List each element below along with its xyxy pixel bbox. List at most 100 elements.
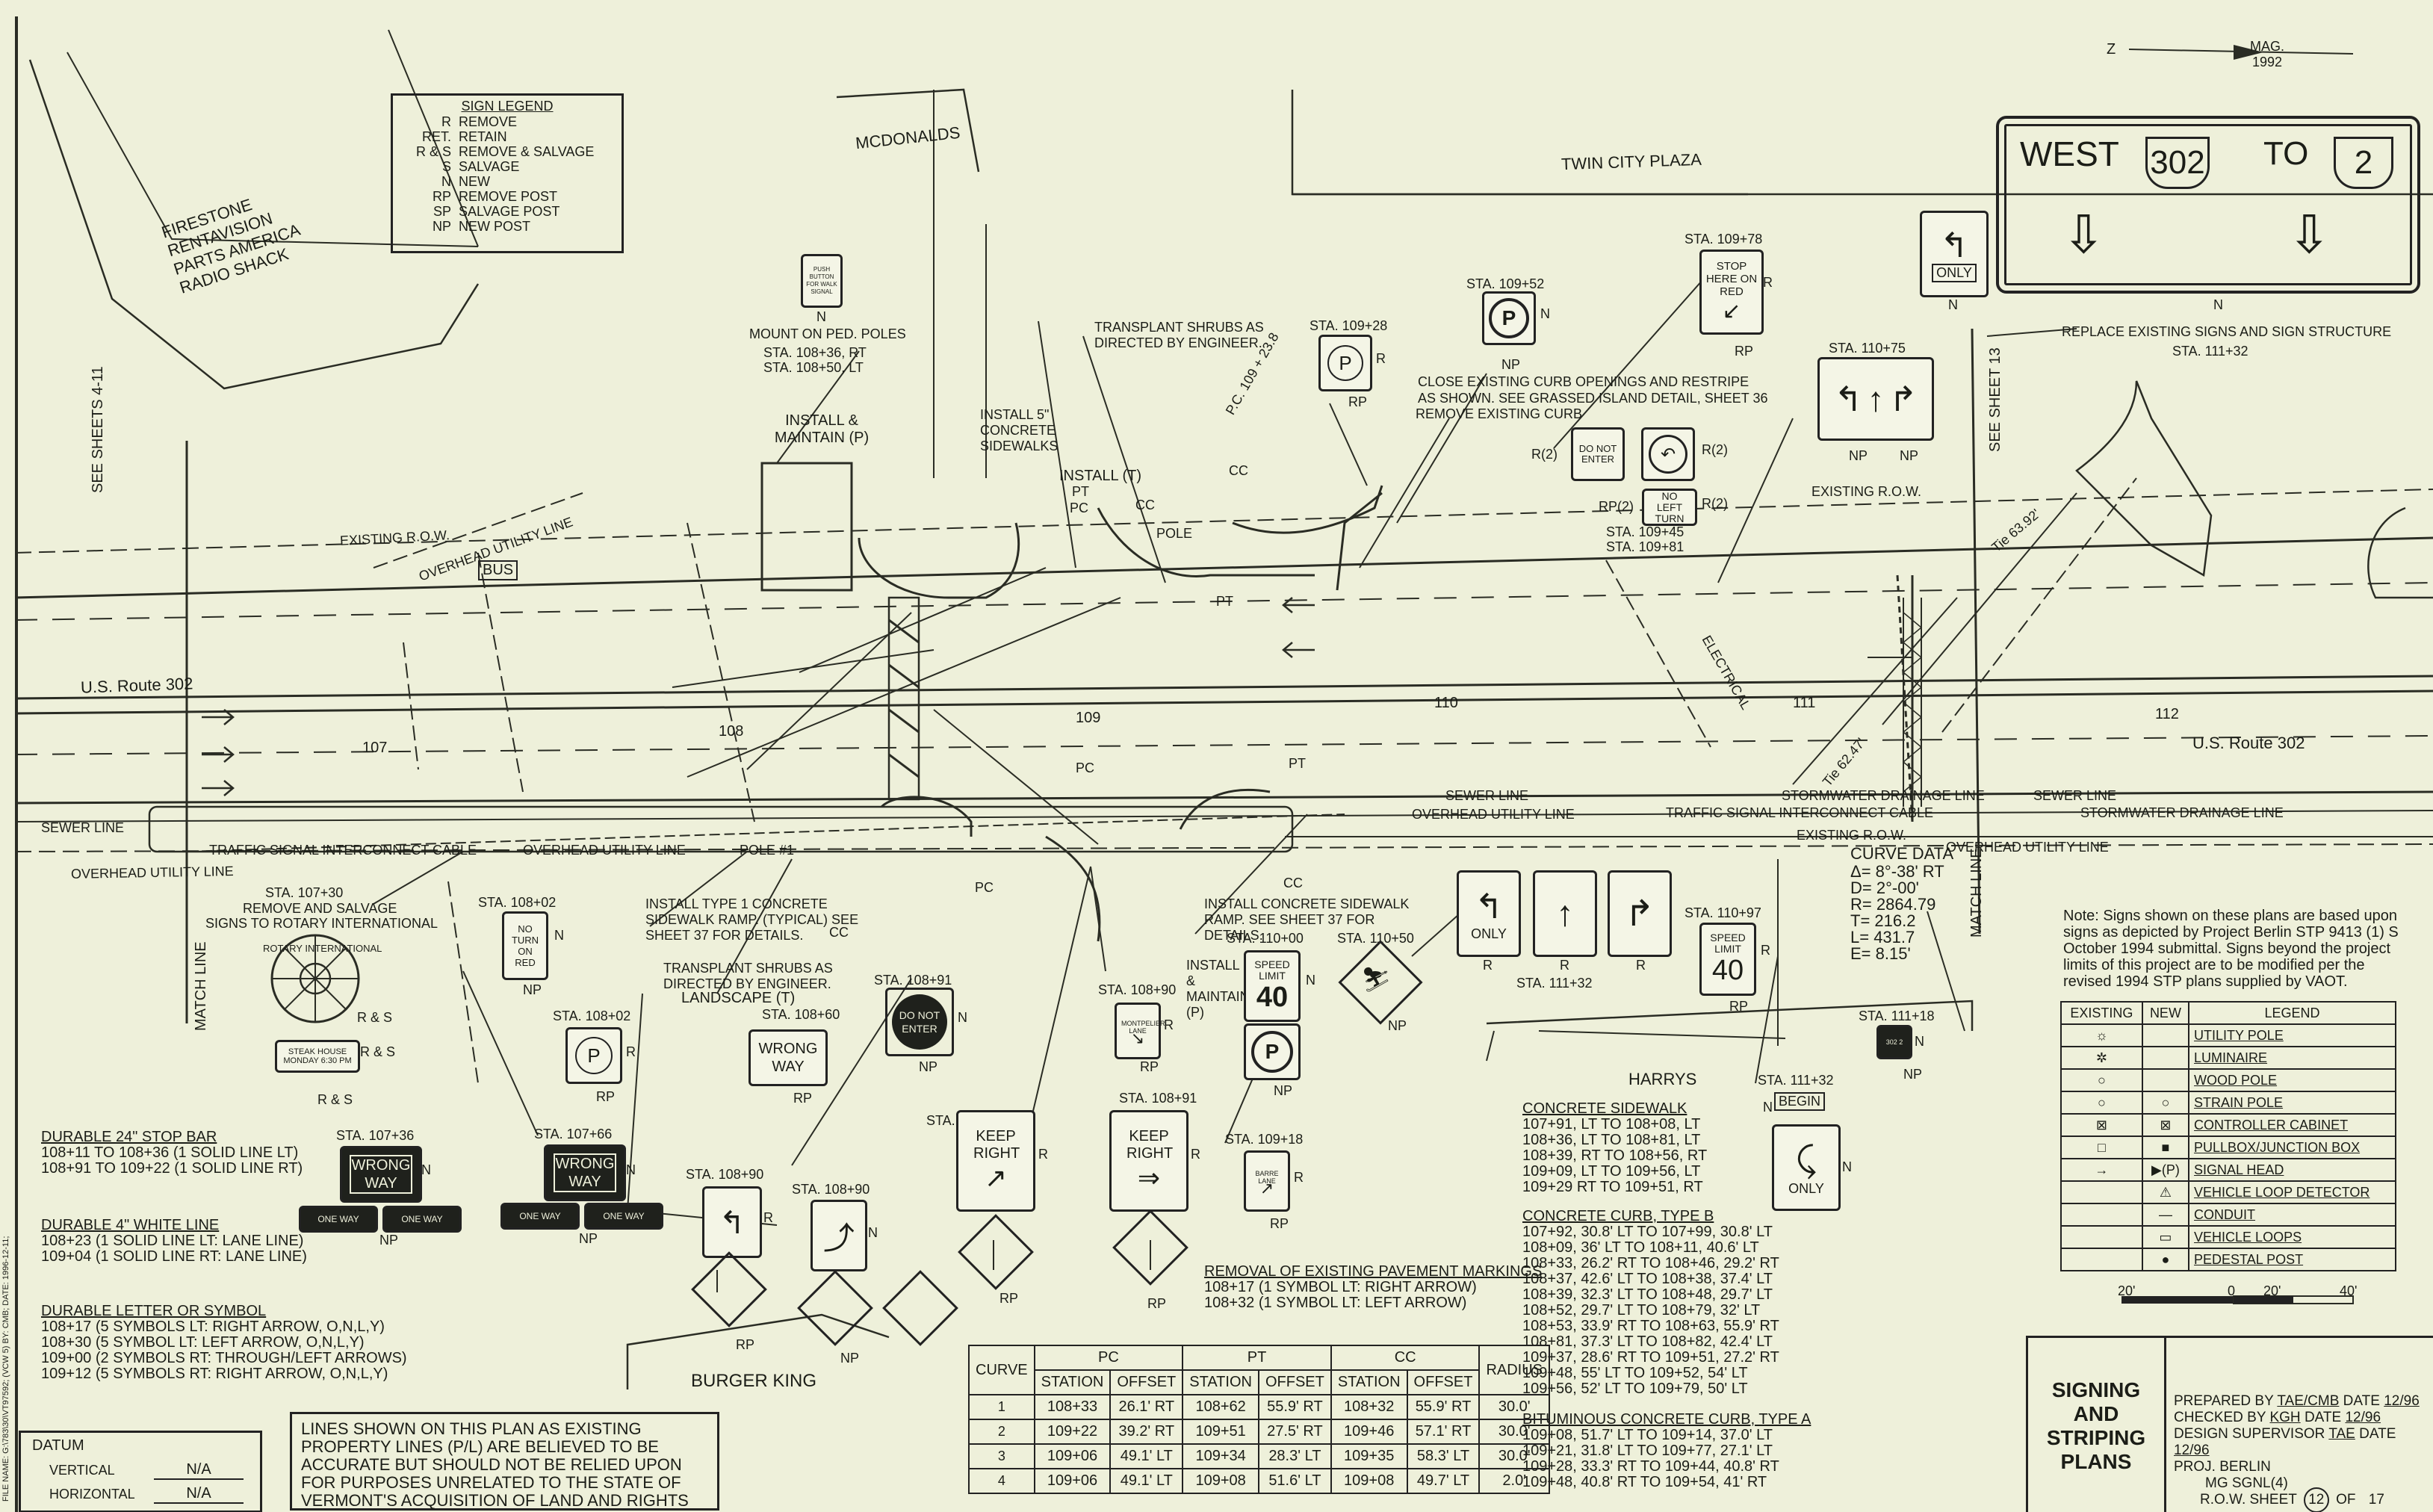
existing-row-label: EXISTING R.O.W.: [1797, 828, 1907, 843]
field-label: OF: [2336, 1492, 2356, 1508]
legend-code: R & S: [415, 144, 451, 159]
route-2-shield: 2: [2334, 137, 2393, 189]
curve-cell-pt-off: 51.6' LT: [1257, 1468, 1332, 1494]
scale-label: 20': [2118, 1283, 2136, 1298]
datum-vertical-value: N/A: [154, 1461, 244, 1480]
legend-new-symbol: ●: [2141, 1248, 2190, 1271]
curve-cell-pc-off: 49.1' LT: [1109, 1468, 1184, 1494]
notes-list: 108+17 (5 SYMBOLS LT: RIGHT ARROW, O,N,L…: [41, 1319, 407, 1382]
notes-title: DURABLE LETTER OR SYMBOL: [41, 1303, 267, 1319]
field-label: PROJ.: [2174, 1459, 2216, 1475]
new-code: N: [1306, 973, 1315, 988]
pole-label: POLE #1: [740, 843, 795, 858]
legend-existing-symbol: →: [2060, 1158, 2143, 1182]
legend-code: NP: [432, 219, 451, 234]
note-line: 108+23 (1 SOLID LINE LT: LANE LINE): [41, 1233, 304, 1249]
new-code: N: [1948, 297, 1958, 312]
legend-name: SIGNAL HEAD: [2188, 1158, 2396, 1182]
left-turn-only-sign: ↰ ONLY: [1920, 211, 1989, 297]
see-sheet-13-label: SEE SHEET 13: [1987, 347, 2003, 452]
guide-sign: WEST 302 TO 2 ⇩ ⇩: [1996, 116, 2420, 294]
curve-cell-pc-sta: 109+22: [1033, 1419, 1112, 1445]
field-label: R.O.W. SHEET: [2200, 1492, 2297, 1508]
curve-table-subheader: STATION: [1033, 1369, 1112, 1395]
remove-post-code: RP: [1270, 1216, 1289, 1231]
sign-text: MONTPELIER LANE: [1121, 1020, 1165, 1035]
legend-new-symbol: ▭: [2141, 1225, 2190, 1249]
no-parking-sign: P: [1482, 291, 1536, 345]
total-sheets: 17: [2368, 1492, 2384, 1508]
notes-title: BITUMINOUS CONCRETE CURB, TYPE A: [1522, 1411, 1811, 1428]
right-arrow-icon: ⇒: [1137, 1162, 1161, 1193]
north-label: Z: [2107, 41, 2116, 58]
left-turn-only-sign: ⤹ ONLY: [1772, 1124, 1841, 1211]
notes-list: 108+17 (1 SYMBOL LT: RIGHT ARROW)108+32 …: [1204, 1280, 1542, 1311]
note-line: 108+81, 37.3' LT TO 108+82, 42.4' LT: [1522, 1333, 1773, 1350]
new-code: N: [958, 1010, 967, 1025]
curve-table-subheader: OFFSET: [1109, 1369, 1184, 1395]
pole-label: POLE: [1156, 526, 1193, 541]
note-line: 108+52, 29.7' LT TO 108+79, 32' LT: [1522, 1302, 1761, 1319]
sign-legend-row: NP NEW POST: [399, 219, 616, 234]
pt-label: PT: [1289, 756, 1307, 771]
note-line: 109+21, 31.8' LT TO 109+77, 27.1' LT: [1522, 1443, 1773, 1459]
route-302-label: U.S. Route 302: [2192, 734, 2305, 752]
close-curb-note: CLOSE EXISTING CURB OPENINGS AND RESTRIP…: [1418, 374, 1768, 406]
remove-code: R: [1483, 958, 1493, 973]
overhead-utility-label: OVERHEAD UTILITY LINE: [70, 864, 234, 882]
station-label: STA. 111+32: [1516, 976, 1593, 991]
note-line: 109+56, 52' LT TO 109+79, 50' LT: [1522, 1381, 1748, 1397]
overhead-utility-label: OVERHEAD UTILITY LINE: [1412, 807, 1575, 822]
station-label: STA. 111+32: [1758, 1073, 1834, 1088]
note-line: 108+17 (5 SYMBOLS LT: RIGHT ARROW, O,N,L…: [41, 1319, 385, 1335]
sewer-line-label: SEWER LINE: [41, 820, 125, 835]
existing-row-label: EXISTING R.O.W.: [1811, 484, 1922, 499]
note-line: 107+91, LT TO 108+08, LT: [1522, 1116, 1701, 1133]
new-code: N: [1540, 306, 1550, 321]
station-number: 110: [1434, 695, 1458, 711]
legend-code: RP: [432, 189, 451, 204]
remove-code: R: [1038, 1147, 1048, 1162]
legend-existing-symbol: □: [2060, 1135, 2143, 1159]
begin-sign: BEGIN: [1774, 1092, 1826, 1111]
legend-new-symbol: [2141, 1023, 2190, 1047]
project-number: MG SGNL(4): [2205, 1475, 2288, 1491]
note-line: 109+48, 40.8' RT TO 109+54, 41' RT: [1522, 1474, 1767, 1490]
concrete-sidewalk-notes: CONCRETE SIDEWALK 107+91, LT TO 108+08, …: [1522, 1101, 1707, 1195]
remove-code: R: [1164, 1017, 1174, 1032]
legend-existing-symbol: ○: [2060, 1068, 2143, 1092]
mount-sta-2: STA. 108+50, LT: [763, 360, 864, 375]
drainage-line-label: STORMWATER DRAINAGE LINE: [1782, 788, 1985, 803]
legend-new-symbol: ○: [2141, 1091, 2190, 1115]
legend-row: ●PEDESTAL POST: [2060, 1248, 2396, 1271]
letter-symbol-notes: DURABLE LETTER OR SYMBOL 108+17 (5 SYMBO…: [41, 1304, 407, 1382]
see-sheets-label: SEE SHEETS 4-11: [90, 366, 106, 493]
speed-value: 40: [1711, 954, 1744, 986]
diagonal-arrow-icon: ↗: [1259, 1179, 1274, 1197]
down-arrow-icon: ⇩: [2287, 205, 2331, 264]
legend-header: LEGEND: [2188, 1001, 2396, 1025]
note-line: 108+32 (1 SYMBOL LT: LEFT ARROW): [1204, 1295, 1467, 1311]
steak-house-sign: STEAK HOUSE MONDAY 6:30 PM: [275, 1040, 360, 1073]
station-label: STA. 110+00: [1227, 931, 1304, 946]
overhead-utility-label: OVERHEAD UTILITY LINE: [1946, 840, 2109, 855]
curve-data-line: D= 2°-00': [1850, 879, 1919, 897]
legend-existing-symbol: [2060, 1225, 2143, 1249]
note-line: 109+37, 28.6' RT TO 109+51, 27.2' RT: [1522, 1349, 1779, 1366]
legend-row: ⊠⊠CONTROLLER CABINET: [2060, 1113, 2396, 1137]
curve-table-header: PT: [1182, 1345, 1332, 1371]
legend-row: ○WOOD POLE: [2060, 1068, 2396, 1092]
note-line: 109+00 (2 SYMBOLS RT: THROUGH/LEFT ARROW…: [41, 1350, 407, 1366]
new-code: N: [554, 928, 564, 943]
no-parking-icon: P: [1489, 298, 1529, 338]
legend-desc: NEW POST: [459, 219, 531, 234]
date-value: 12/96: [2384, 1393, 2420, 1409]
curve-cell-pt-sta: 109+34: [1182, 1443, 1259, 1469]
legend-name: CONTROLLER CABINET: [2188, 1113, 2396, 1137]
